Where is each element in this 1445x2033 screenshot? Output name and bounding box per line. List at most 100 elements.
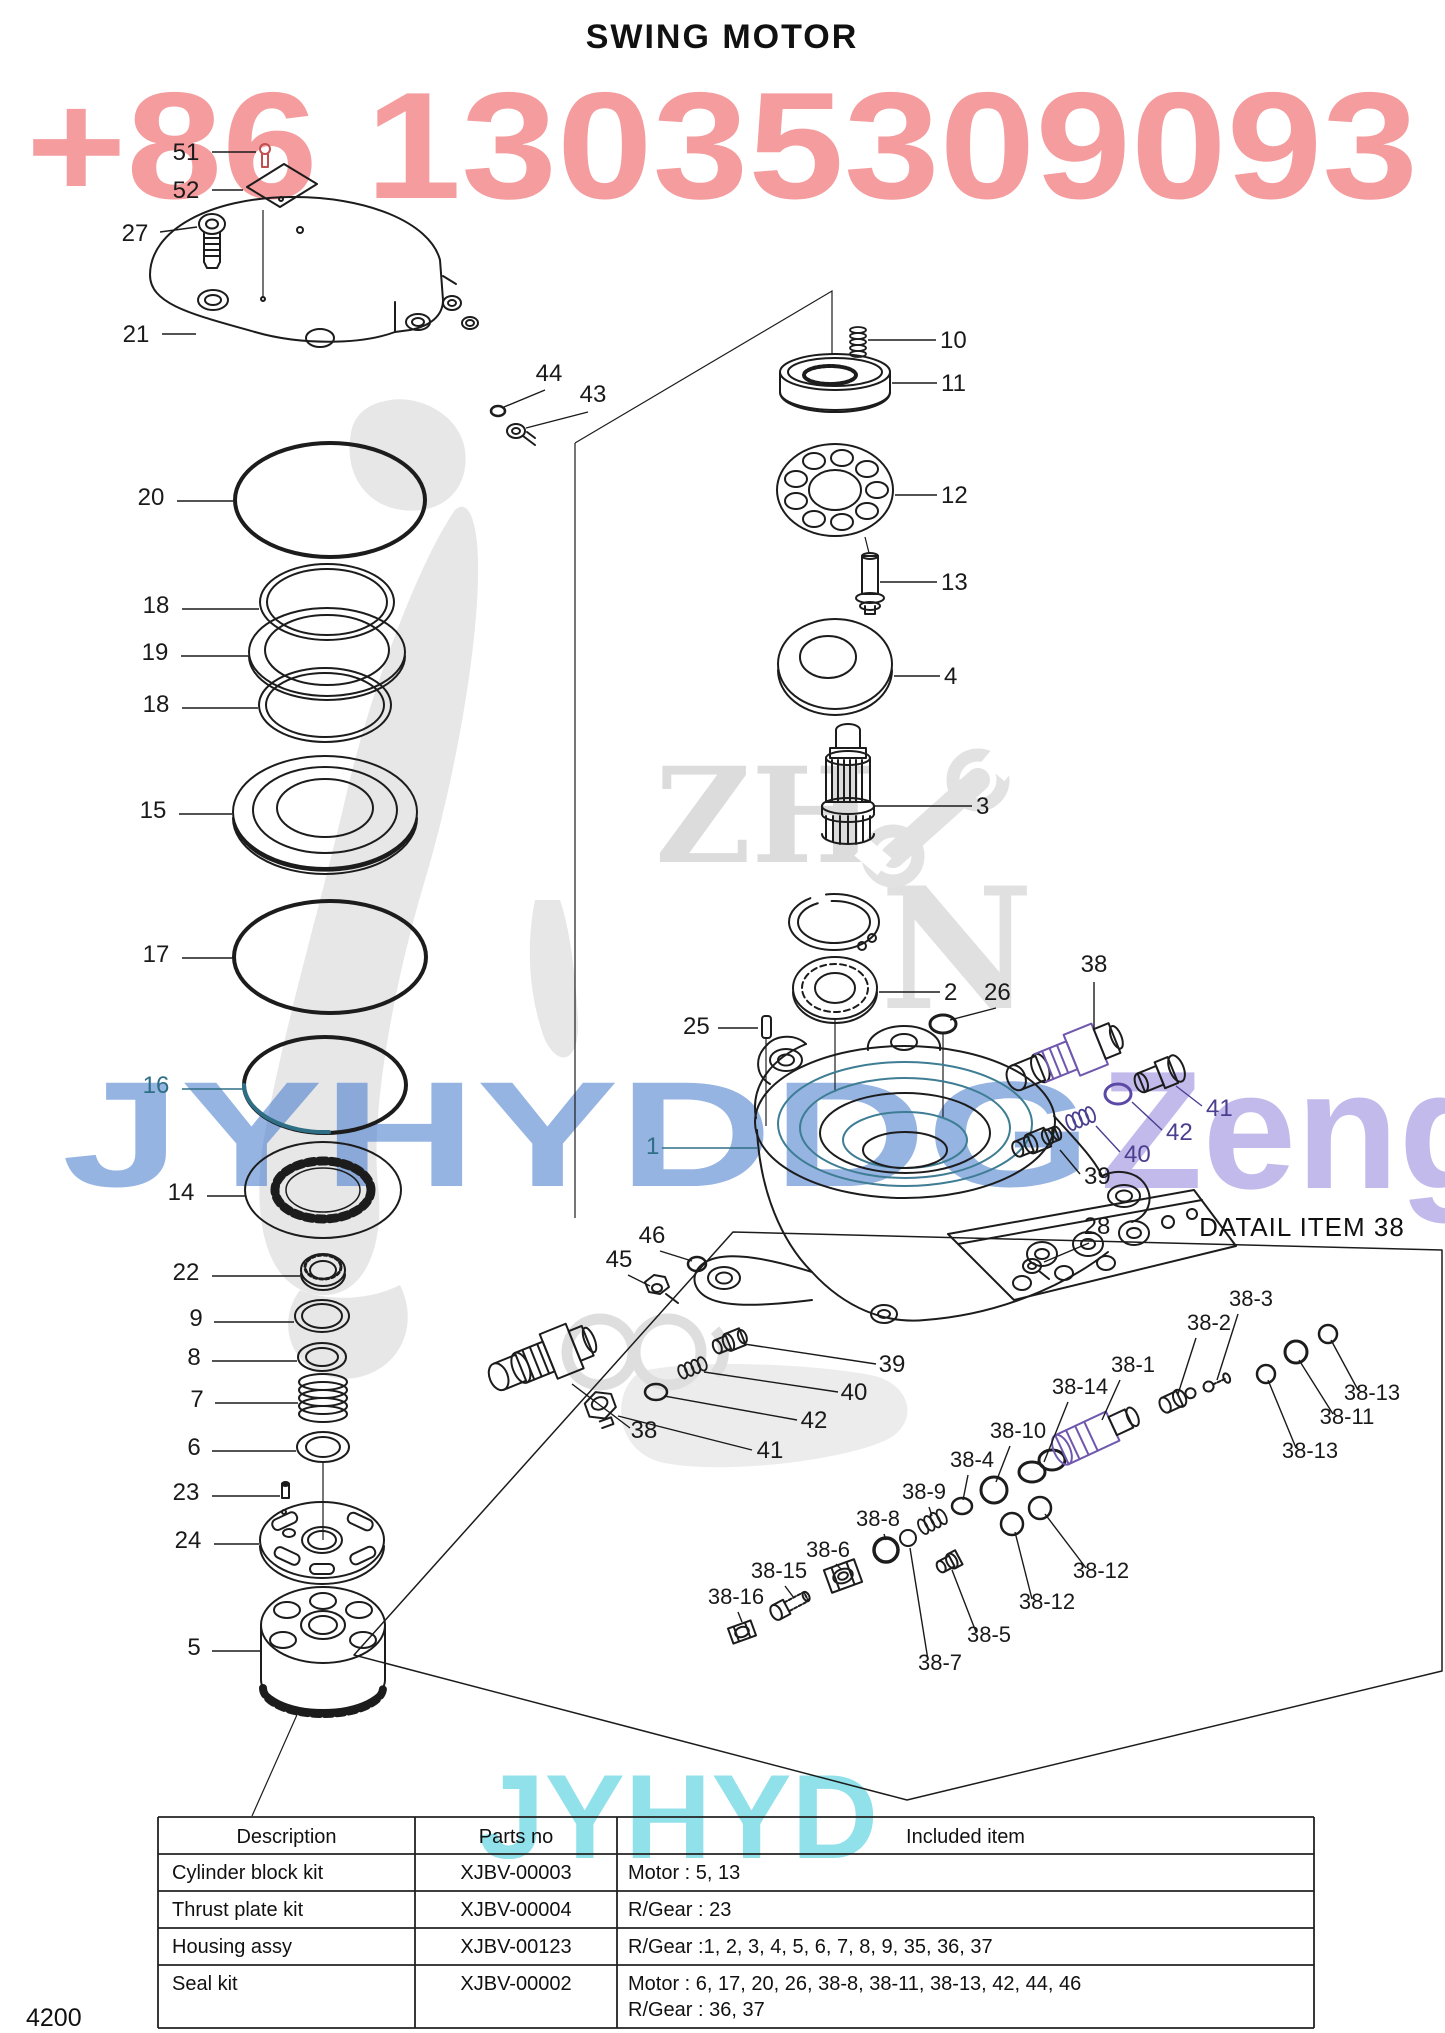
part-callout-51: 51 bbox=[173, 139, 200, 166]
part-callout-38-4: 38-4 bbox=[950, 1447, 994, 1472]
part-38-11-oring bbox=[1283, 1339, 1309, 1365]
part-leader-42 bbox=[663, 1395, 798, 1421]
part-leader-38-10 bbox=[995, 1445, 1011, 1483]
part-callout-3: 3 bbox=[976, 793, 989, 820]
part-callout-12: 12 bbox=[941, 482, 968, 509]
part-callout-46: 46 bbox=[639, 1222, 666, 1249]
part-38-14-sleeve bbox=[1017, 1448, 1067, 1484]
parts-layer bbox=[149, 143, 1237, 1718]
part-8-ring bbox=[297, 1342, 347, 1372]
part-callout-21: 21 bbox=[123, 321, 150, 348]
part-leader-39 bbox=[743, 1343, 877, 1365]
detail-callout-layer: 38-1638-1538-638-838-938-438-1038-1438-1… bbox=[708, 1286, 1400, 1675]
table-cell-description: Thrust plate kit bbox=[172, 1899, 304, 1921]
part-43-screw bbox=[506, 423, 536, 446]
part-38-16-nut bbox=[726, 1619, 758, 1645]
table-cell-included: R/Gear :1, 2, 3, 4, 5, 6, 7, 8, 9, 35, 3… bbox=[628, 1936, 993, 1958]
watermark-zh: ZH bbox=[655, 739, 876, 894]
part-25-pin bbox=[761, 1015, 772, 1039]
part-callout-41: 41 bbox=[1206, 1095, 1233, 1122]
part-18-ring-2 bbox=[258, 667, 392, 743]
part-callout-52: 52 bbox=[173, 177, 200, 204]
part-5-cylinder-block bbox=[259, 1586, 387, 1718]
part-callout-14: 14 bbox=[168, 1179, 195, 1206]
part-callout-39: 39 bbox=[879, 1351, 906, 1378]
watermark-zeng: Zeng bbox=[1100, 1036, 1445, 1224]
part-18-ring bbox=[259, 563, 395, 641]
part-15-seal bbox=[232, 755, 418, 875]
part-callout-38-11: 38-11 bbox=[1320, 1404, 1375, 1429]
part-3-shaft bbox=[821, 723, 875, 845]
page-number: 4200 bbox=[26, 2004, 82, 2032]
part-leader-38-3 bbox=[1216, 1313, 1239, 1381]
part-38-relief-valve-2 bbox=[487, 1322, 598, 1392]
part-46-oring bbox=[686, 1255, 708, 1273]
part-17-oring bbox=[232, 899, 428, 1015]
part-leader-38-2 bbox=[1177, 1337, 1197, 1395]
part-2-bearing bbox=[792, 956, 878, 1024]
part-callout-38: 38 bbox=[1081, 951, 1108, 978]
page-title: SWING MOTOR bbox=[586, 18, 859, 56]
part-leader-38 bbox=[571, 1383, 631, 1429]
part-callout-22: 22 bbox=[173, 1259, 200, 1286]
part-callout-7: 7 bbox=[190, 1386, 203, 1413]
part-callout-17: 17 bbox=[143, 941, 170, 968]
part-callout-26: 26 bbox=[984, 979, 1011, 1006]
part-38-10-oring bbox=[979, 1475, 1009, 1505]
part-callout-28: 28 bbox=[1084, 1213, 1111, 1240]
part-38-6-nut bbox=[822, 1558, 864, 1594]
part-38-7-ring bbox=[899, 1529, 917, 1547]
part-callout-40: 40 bbox=[1124, 1141, 1151, 1168]
part-callout-38-12: 38-12 bbox=[1073, 1558, 1129, 1583]
part-callout-16: 16 bbox=[143, 1072, 170, 1099]
part-leader-43 bbox=[525, 411, 589, 429]
part-callout-10: 10 bbox=[940, 327, 967, 354]
excavator-watermark bbox=[259, 399, 908, 1468]
part-callout-9: 9 bbox=[189, 1305, 202, 1332]
part-callout-4: 4 bbox=[944, 663, 957, 690]
part-leader-46 bbox=[659, 1250, 693, 1262]
part-14-toothed-washer bbox=[244, 1141, 402, 1239]
table-header-1: Parts no bbox=[479, 1826, 553, 1848]
part-22-bearing bbox=[300, 1253, 346, 1291]
part-38-2-piston bbox=[1158, 1387, 1197, 1414]
part-leader-38-12 bbox=[1014, 1531, 1033, 1600]
part-40-spring-2 bbox=[677, 1356, 708, 1380]
part-10-spring bbox=[849, 326, 867, 358]
part-callout-38-15: 38-15 bbox=[751, 1558, 807, 1583]
part-38-4-ring bbox=[950, 1496, 974, 1516]
part-callout-24: 24 bbox=[175, 1527, 202, 1554]
detail-item-38-region bbox=[353, 1231, 1443, 1801]
part-leader-38-14 bbox=[1043, 1401, 1069, 1463]
part-16-oring bbox=[242, 1035, 408, 1135]
part-39-valve-2 bbox=[711, 1327, 748, 1355]
part-38-3-pin bbox=[1202, 1372, 1232, 1393]
part-leader-41 bbox=[1175, 1085, 1203, 1107]
part-38-13-ring bbox=[1255, 1363, 1277, 1385]
part-leader-38-16 bbox=[737, 1611, 743, 1623]
part-leader-41 bbox=[617, 1415, 753, 1451]
part-38-8-oring bbox=[872, 1536, 900, 1564]
part-21-cover bbox=[149, 195, 479, 348]
part-callout-43: 43 bbox=[580, 381, 607, 408]
table-cell-included: Motor : 6, 17, 20, 26, 38-8, 38-11, 38-1… bbox=[628, 1973, 1081, 1995]
part-leader-28 bbox=[1043, 1242, 1090, 1263]
part-snap-ring bbox=[788, 893, 880, 951]
part-leader-38-1 bbox=[1101, 1379, 1121, 1421]
part-callout-38-16: 38-16 bbox=[708, 1584, 764, 1609]
part-38-5-poppet bbox=[935, 1549, 964, 1574]
part-leader-42 bbox=[1131, 1101, 1163, 1131]
part-leader-26 bbox=[949, 1007, 997, 1021]
part-callout-42: 42 bbox=[1166, 1119, 1193, 1146]
part-44-oring bbox=[489, 404, 507, 418]
table-header-0: Description bbox=[236, 1826, 336, 1848]
part-40-spring bbox=[1065, 1106, 1097, 1131]
callout-layer: 5152272120181918151716142298762324544431… bbox=[122, 139, 1233, 1661]
part-callout-11: 11 bbox=[941, 370, 966, 397]
part-27-bolt bbox=[198, 213, 226, 269]
part-leader-38-6 bbox=[835, 1563, 843, 1571]
table-cell-parts-no: XJBV-00003 bbox=[460, 1862, 571, 1884]
part-callout-41: 41 bbox=[757, 1437, 784, 1464]
part-callout-42: 42 bbox=[801, 1407, 828, 1434]
